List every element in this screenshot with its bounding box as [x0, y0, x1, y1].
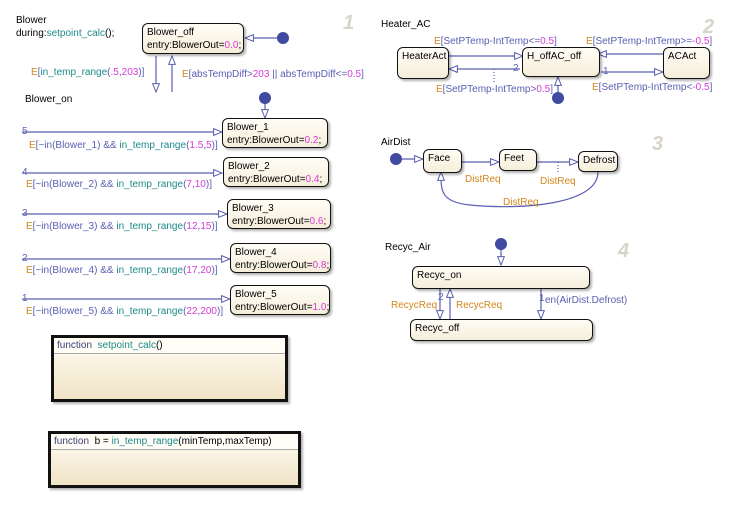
function-setpoint-calc[interactable]: function setpoint_calc(): [51, 335, 288, 402]
guard-blower-4[interactable]: E[~in(Blower_4) && in_temp_range(17,20)]: [26, 265, 218, 276]
heater-ac-execution-order: 2: [703, 16, 715, 38]
recyc-off-to-on-label[interactable]: RecycReq: [456, 300, 503, 311]
state-recyc-on[interactable]: Recyc_on: [412, 266, 590, 289]
state-blower-off[interactable]: Blower_off entry:BlowerOut=0.0;: [142, 23, 244, 54]
blower-on-default-junction: [259, 92, 271, 104]
heater-ac-title: Heater_AC: [381, 19, 431, 30]
during-keyword: during:: [16, 28, 47, 39]
state-recyc-off[interactable]: Recyc_off: [410, 319, 593, 341]
state-heater-act[interactable]: HeaterAct: [397, 47, 449, 79]
priority-1: 1: [22, 293, 28, 304]
state-blower-2[interactable]: Blower_2 entry:BlowerOut=0.4;: [223, 157, 329, 187]
during-function: setpoint_calc: [46, 28, 105, 39]
function-header: function setpoint_calc(): [54, 338, 285, 354]
heater-to-off-label[interactable]: E[SetPTemp-IntTemp<=0.5]: [434, 36, 557, 47]
airdist-title: AirDist: [381, 137, 411, 148]
state-blower-3[interactable]: Blower_3 entry:BlowerOut=0.6;: [227, 199, 331, 229]
blower-default-junction: [277, 32, 289, 44]
recyc-on-to-off-label[interactable]: RecycReq: [391, 300, 438, 311]
state-h-off-ac-off[interactable]: H_offAC_off: [522, 47, 600, 77]
airdist-execution-order: 3: [652, 133, 664, 155]
defrost-to-face-transition[interactable]: [441, 172, 599, 208]
off-to-on-label[interactable]: E[in_temp_range(.5,203)]: [31, 67, 145, 78]
priority-recyc-defrost: 1: [539, 293, 545, 304]
priority-5: 5: [22, 126, 28, 137]
blower-execution-order: 1: [343, 12, 355, 34]
function-header: function b = in_temp_range(minTemp,maxTe…: [51, 434, 298, 450]
entry-action: entry:BlowerOut=0.0;: [147, 40, 242, 51]
state-blower-5[interactable]: Blower_5 entry:BlowerOut=1.0;: [230, 285, 330, 315]
during-suffix: ();: [104, 28, 115, 39]
heater-ac-default-junction: [552, 92, 564, 104]
priority-off-to-heater: 2: [513, 63, 519, 74]
guard-blower-1[interactable]: E[~in(Blower_1) && in_temp_range(1.5,5)]: [29, 140, 218, 151]
blower-on-title: Blower_on: [25, 94, 73, 105]
blower-during-action: during:setpoint_calc();: [16, 28, 114, 40]
state-ac-act[interactable]: ACAct: [663, 47, 710, 79]
priority-4: 4: [22, 167, 28, 178]
off-to-heater-label[interactable]: E[SetPTemp-IntTemp>0.5]: [436, 84, 554, 95]
state-name: Blower_off: [147, 27, 195, 38]
state-feet[interactable]: Feet: [499, 149, 537, 171]
feet-to-defrost-label[interactable]: DistReq: [540, 176, 576, 187]
on-to-off-label[interactable]: E[absTempDiff>203 || absTempDiff<=0.5]: [182, 69, 364, 80]
defrost-to-face-label[interactable]: DistReq: [503, 197, 539, 208]
guard-blower-3[interactable]: E[~in(Blower_3) && in_temp_range(12,15)]: [26, 221, 218, 232]
state-blower-4[interactable]: Blower_4 entry:BlowerOut=0.8;: [230, 243, 331, 273]
priority-recyc-on-to-off: 2: [438, 292, 444, 303]
state-blower-1[interactable]: Blower_1 entry:BlowerOut=0.2;: [222, 118, 328, 148]
recyc-default-junction: [495, 238, 507, 250]
guard-blower-2[interactable]: E[~in(Blower_2) && in_temp_range(7,10)]: [26, 179, 212, 190]
recyc-air-title: Recyc_Air: [385, 242, 431, 253]
recyc-defrost-label[interactable]: en(AirDist.Defrost): [545, 295, 628, 306]
face-to-feet-label[interactable]: DistReq: [465, 174, 501, 185]
airdist-default-junction: [390, 153, 402, 165]
priority-3: 3: [22, 208, 28, 219]
state-face[interactable]: Face: [423, 149, 462, 173]
state-defrost[interactable]: Defrost: [578, 151, 618, 172]
off-to-ac-label[interactable]: E[SetPTemp-IntTemp<-0.5]: [592, 82, 713, 93]
function-in-temp-range[interactable]: function b = in_temp_range(minTemp,maxTe…: [48, 431, 301, 488]
guard-blower-5[interactable]: E[~in(Blower_5) && in_temp_range(22,200)…: [26, 306, 224, 317]
priority-2: 2: [22, 253, 28, 264]
priority-off-to-ac: 1: [603, 66, 609, 77]
ac-to-off-label[interactable]: E[SetPTemp-IntTemp>=-0.5]: [586, 36, 713, 47]
recyc-air-execution-order: 4: [618, 240, 630, 262]
blower-chart-title: Blower: [16, 15, 47, 26]
